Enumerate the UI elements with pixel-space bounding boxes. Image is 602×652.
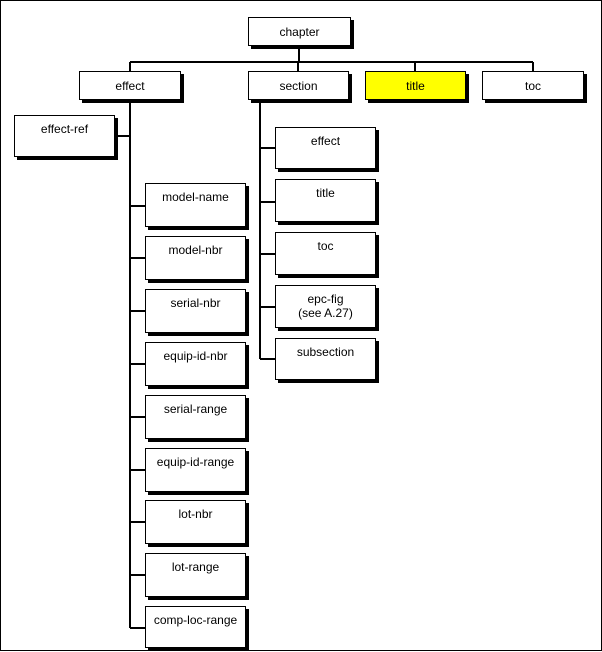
node-serial-nbr: serial-nbr [145, 289, 246, 333]
node-comp-loc-range: comp-loc-range [145, 606, 246, 648]
node-model-nbr: model-nbr [145, 236, 246, 280]
node-equip-id-nbr: equip-id-nbr [145, 342, 246, 386]
node-lot-nbr: lot-nbr [145, 500, 246, 544]
node-toc: toc [482, 71, 584, 100]
node-section: section [248, 71, 349, 100]
node-effect-ref: effect-ref [14, 115, 115, 157]
node-section-toc: toc [275, 232, 376, 275]
node-section-subsection: subsection [275, 338, 376, 380]
node-section-epc-fig: epc-fig (see A.27) [275, 285, 376, 328]
node-chapter: chapter [248, 17, 351, 46]
node-section-title: title [275, 179, 376, 222]
node-effect: effect [79, 71, 181, 100]
node-equip-id-range: equip-id-range [145, 448, 246, 492]
node-lot-range: lot-range [145, 553, 246, 597]
node-title-highlighted: title [365, 71, 466, 100]
node-section-effect: effect [275, 127, 376, 169]
node-serial-range: serial-range [145, 395, 246, 439]
node-model-name: model-name [145, 183, 246, 227]
